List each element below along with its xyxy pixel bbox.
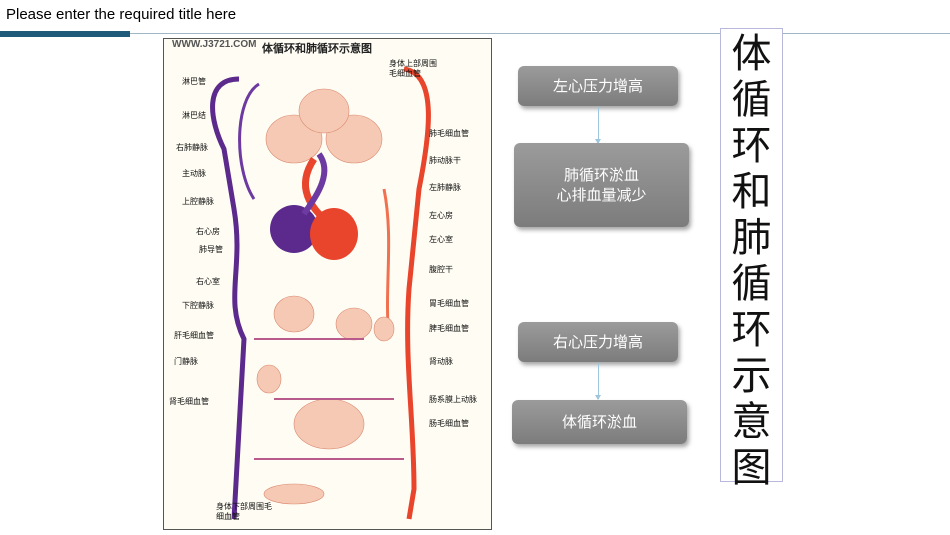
title-underline <box>130 33 950 34</box>
label-superior-vena-cava: 上腔静脉 <box>182 197 214 206</box>
circulation-diagram: WWW.J3721.COM 体循环和肺循环示意图 <box>163 38 492 530</box>
arrow-down-1 <box>595 107 601 144</box>
label-lymph-vessel: 淋巴管 <box>182 77 206 86</box>
label-liver-capillaries: 肝毛细血管 <box>174 331 214 340</box>
label-inferior-vena-cava: 下腔静脉 <box>182 301 214 310</box>
systemic-congestion-text: 体循环淤血 <box>561 413 637 431</box>
inner-artery <box>382 188 391 340</box>
label-lung-capillaries: 肺毛细血管 <box>429 129 469 138</box>
organ-capillaries <box>256 295 395 505</box>
diagram-watermark: WWW.J3721.COM <box>172 39 257 50</box>
label-left-ventricle: 左心室 <box>429 235 453 244</box>
page-title: Please enter the required title here <box>6 6 237 23</box>
pulmonary-congestion-box: 肺循环淤血 心排血量减少 <box>514 143 689 227</box>
lower-vessels <box>254 338 404 460</box>
label-upper-capillaries: 身体上部周围毛细血管 <box>389 59 437 78</box>
heart <box>270 152 358 260</box>
label-aorta: 主动脉 <box>182 169 206 178</box>
title-accent-bar <box>0 31 130 37</box>
pulmonary-congestion-text: 肺循环淤血 <box>563 166 639 184</box>
arrow-down-2 <box>595 363 601 400</box>
label-right-atrium: 右心房 <box>196 227 220 236</box>
right-pressure-box: 右心压力增高 <box>518 322 678 362</box>
label-right-pulmonary-vein: 右肺静脉 <box>176 143 208 152</box>
systemic-congestion-box: 体循环淤血 <box>512 400 687 444</box>
label-left-atrium: 左心房 <box>429 211 453 220</box>
label-portal-vein: 门静脉 <box>174 357 198 366</box>
label-stomach-capillaries: 胃毛细血管 <box>429 299 469 308</box>
label-lower-capillaries: 身体下部周围毛细血管 <box>216 502 272 521</box>
right-pressure-text: 右心压力增高 <box>552 333 643 351</box>
vertical-title: 体循环和肺循环示意图 <box>731 31 772 491</box>
label-pulmonary-trunk: 肺动脉干 <box>429 156 461 165</box>
label-intestine-capillaries: 肠毛细血管 <box>429 419 469 428</box>
cardiac-output-text: 心排血量减少 <box>556 186 647 204</box>
left-vein-loop <box>210 76 247 520</box>
label-lymph-node: 淋巴结 <box>182 111 206 120</box>
diagram-header: WWW.J3721.COM 体循环和肺循环示意图 <box>164 39 491 57</box>
label-renal-artery: 肾动脉 <box>429 357 453 366</box>
inner-vein <box>238 82 260 200</box>
label-mesenteric-artery: 肠系膜上动脉 <box>429 395 477 404</box>
lung-capillaries <box>265 88 383 164</box>
left-pressure-text: 左心压力增高 <box>552 77 643 95</box>
left-pressure-box: 左心压力增高 <box>518 66 678 106</box>
label-right-ventricle: 右心室 <box>196 277 220 286</box>
vertical-title-box: 体循环和肺循环示意图 <box>720 28 783 491</box>
label-ductus: 肺导管 <box>199 245 223 254</box>
right-artery-loop <box>403 66 431 520</box>
label-spleen-capillaries: 脾毛细血管 <box>429 324 469 333</box>
label-kidney-capillaries: 肾毛细血管 <box>169 397 209 406</box>
circulation-illustration <box>210 66 431 520</box>
label-left-pulmonary-vein: 左肺静脉 <box>429 183 461 192</box>
label-celiac-trunk: 腹腔干 <box>429 265 453 274</box>
diagram-caption: 体循环和肺循环示意图 <box>262 42 372 55</box>
